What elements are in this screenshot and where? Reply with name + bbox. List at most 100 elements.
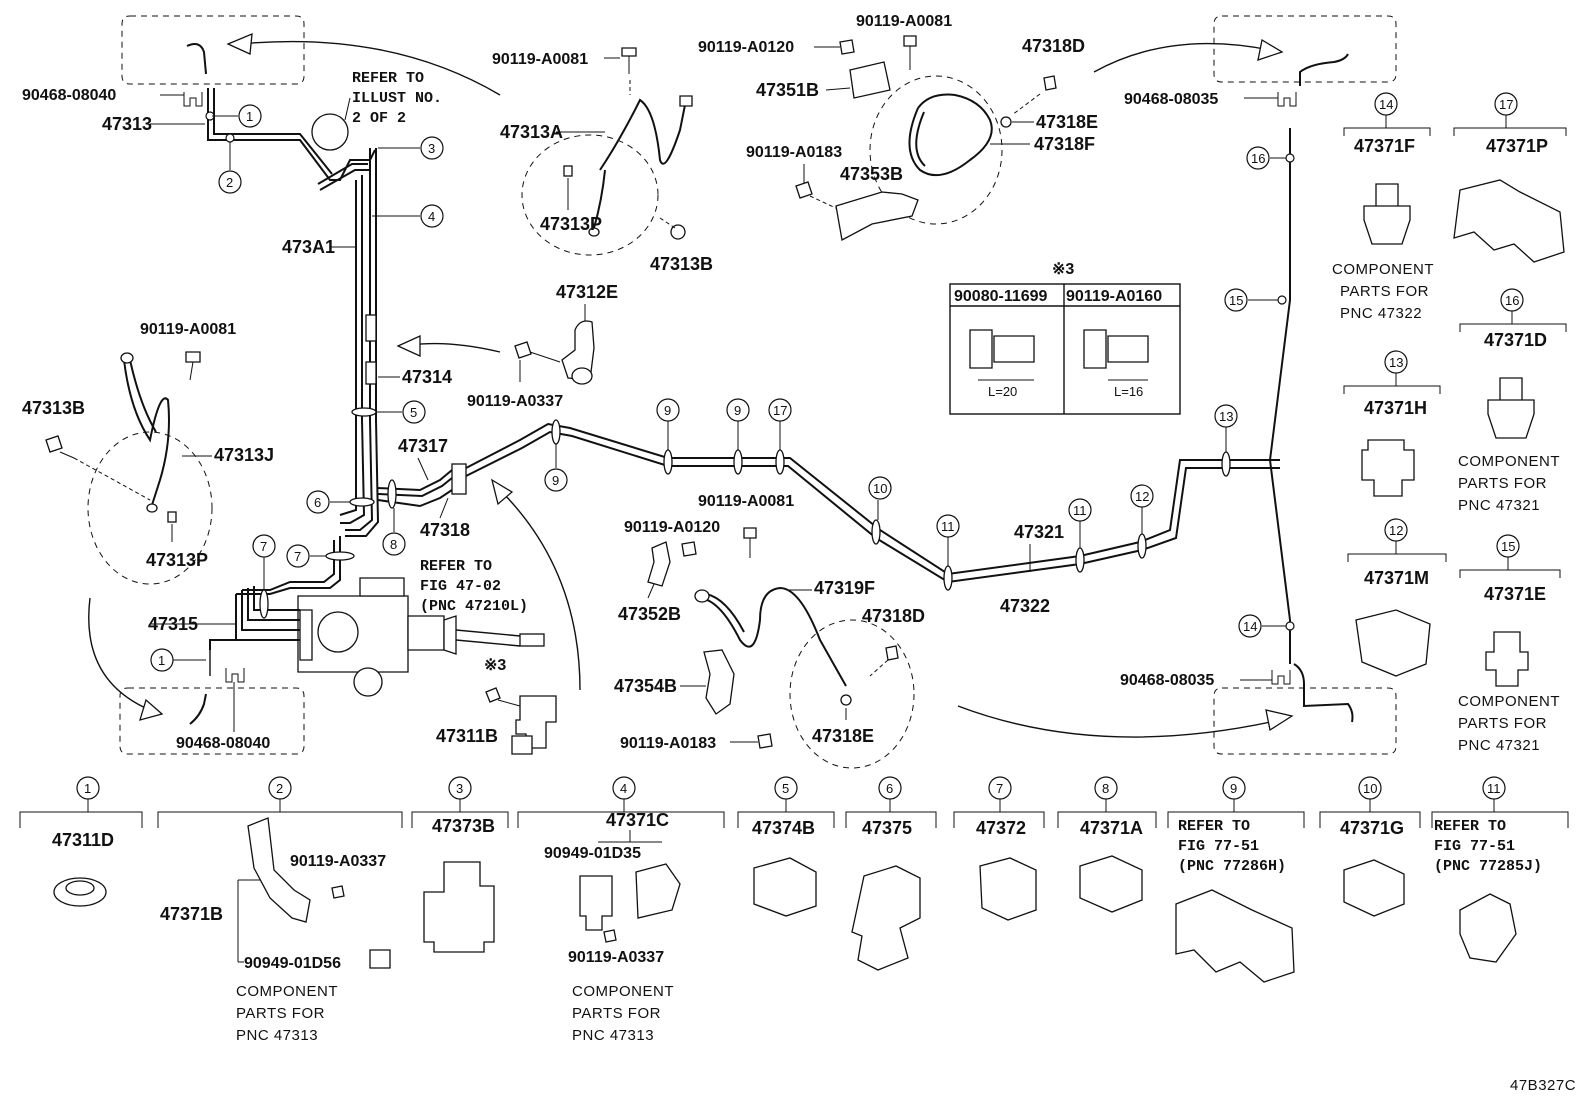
svg-text:PNC 47313: PNC 47313 — [572, 1027, 654, 1044]
svg-text:16: 16 — [1251, 151, 1265, 166]
callout-6: 6 — [306, 490, 375, 514]
callout-11b: 11 — [1068, 498, 1092, 573]
bottom-panel-3: 3 47373B — [411, 776, 509, 953]
svg-text:11: 11 — [941, 519, 955, 534]
svg-text:13: 13 — [1219, 409, 1233, 424]
svg-text:COMPONENT: COMPONENT — [1332, 261, 1434, 278]
detail-47353B: 90119-A0081 90119-A0120 47351B 90119-A01… — [698, 13, 1284, 241]
label-47354B: 47354B — [614, 676, 677, 696]
diagram-id: 47B327C — [1510, 1077, 1576, 1094]
svg-text:10: 10 — [1363, 781, 1377, 796]
label-47371D: 47371D — [1484, 330, 1547, 350]
callout-9a: 9 — [544, 419, 568, 492]
svg-text:14: 14 — [1379, 97, 1393, 112]
right-panel-12: 12 47371M — [1347, 518, 1447, 677]
svg-text:REFER TO: REFER TO — [1178, 818, 1250, 835]
label-90468-08040-bot: 90468-08040 — [176, 735, 270, 752]
svg-text:ILLUST NO.: ILLUST NO. — [352, 90, 442, 107]
svg-text:PNC 47313: PNC 47313 — [236, 1027, 318, 1044]
refer-illust-note: REFER TO ILLUST NO. 2 OF 2 — [311, 70, 442, 151]
detail-47313J: 90119-A0081 47313B 47313J 47313P — [22, 321, 274, 585]
svg-text:9: 9 — [1230, 781, 1237, 796]
svg-text:4: 4 — [428, 209, 435, 224]
part-47312E: 47312E 90119-A0337 — [467, 282, 618, 410]
clip-90468-08040-top: 90468-08040 — [22, 87, 203, 107]
label-90119-A0337-b4: 90119-A0337 — [568, 949, 664, 966]
svg-text:8: 8 — [390, 537, 397, 552]
label-47353B: 47353B — [840, 164, 903, 184]
label-47313J: 47313J — [214, 445, 274, 465]
label-47317: 47317 — [398, 436, 448, 456]
svg-text:FIG 77-51: FIG 77-51 — [1434, 838, 1515, 855]
label-90080-11699: 90080-11699 — [954, 288, 1048, 305]
callout-markers: 1 2 3 4 5 6 7 7 8 1 9 9 9 17 10 11 11 12… — [150, 104, 1295, 672]
svg-text:PNC 47321: PNC 47321 — [1458, 737, 1540, 754]
svg-text:PARTS FOR: PARTS FOR — [572, 1005, 661, 1022]
svg-text:(PNC 47210L): (PNC 47210L) — [420, 598, 528, 615]
label-90468-08035-top: 90468-08035 — [1124, 91, 1218, 108]
right-panel-16: 16 47371D COMPONENT PARTS FOR PNC 47321 — [1458, 288, 1567, 514]
svg-text:※3: ※3 — [1052, 261, 1074, 278]
svg-text:COMPONENT: COMPONENT — [1458, 453, 1560, 470]
detail-47319F: 90119-A0081 90119-A0120 47352B 47319F 47… — [614, 493, 925, 769]
svg-text:FIG 47-02: FIG 47-02 — [420, 578, 501, 595]
label-47314: 47314 — [402, 367, 452, 387]
right-panel-14: 14 47371F COMPONENT PARTS FOR PNC 47322 — [1332, 92, 1434, 322]
svg-text:9: 9 — [664, 403, 671, 418]
callout-15: 15 — [1224, 288, 1287, 312]
label-47313: 47313 — [102, 114, 152, 134]
svg-text:FIG 77-51: FIG 77-51 — [1178, 838, 1259, 855]
svg-text:PARTS FOR: PARTS FOR — [1458, 715, 1547, 732]
svg-text:11: 11 — [1073, 503, 1087, 518]
svg-text:5: 5 — [782, 781, 789, 796]
svg-text:REFER TO: REFER TO — [1434, 818, 1506, 835]
label-47313B-left: 47313B — [22, 398, 85, 418]
svg-text:6: 6 — [314, 495, 321, 510]
label-47371A: 47371A — [1080, 818, 1143, 838]
label-47372: 47372 — [976, 818, 1026, 838]
label-90119-A0183-top: 90119-A0183 — [746, 144, 842, 161]
svg-text:(PNC 77286H): (PNC 77286H) — [1178, 858, 1286, 875]
svg-text:L=16: L=16 — [1114, 384, 1143, 399]
svg-text:PARTS FOR: PARTS FOR — [236, 1005, 325, 1022]
label-90119-A0337-b2: 90119-A0337 — [290, 853, 386, 870]
right-panel-13: 13 47371H — [1343, 350, 1441, 497]
svg-text:COMPONENT: COMPONENT — [572, 983, 674, 1000]
bottom-panel-9: 9 REFER TO FIG 77-51 (PNC 77286H) — [1167, 776, 1305, 983]
svg-text:10: 10 — [873, 481, 887, 496]
svg-text:COMPONENT: COMPONENT — [236, 983, 338, 1000]
label-47318F: 47318F — [1034, 134, 1095, 154]
svg-text:PNC 47322: PNC 47322 — [1340, 305, 1422, 322]
svg-text:1: 1 — [84, 781, 91, 796]
callout-1-top: 1 — [212, 104, 262, 128]
label-47321: 47321 — [1014, 522, 1064, 542]
callout-2: 2 — [218, 142, 242, 194]
callout-7b: 7 — [252, 534, 276, 619]
label-90119-A0081-left: 90119-A0081 — [140, 321, 236, 338]
detail-box-top-right: 90468-08035 — [1124, 15, 1397, 108]
label-47371H: 47371H — [1364, 398, 1427, 418]
actuator-assembly: 47315 REFER TO FIG 47-02 (PNC 47210L) — [148, 536, 545, 697]
callout-10: 10 — [868, 476, 892, 545]
svg-text:PARTS FOR: PARTS FOR — [1458, 475, 1547, 492]
svg-text:12: 12 — [1389, 523, 1403, 538]
callout-8: 8 — [382, 479, 406, 556]
svg-text:17: 17 — [1499, 97, 1513, 112]
label-47371E: 47371E — [1484, 584, 1546, 604]
label-90119-A0183-mid: 90119-A0183 — [620, 735, 716, 752]
label-47313A: 47313A — [500, 122, 563, 142]
label-47371P: 47371P — [1486, 136, 1548, 156]
label-47313B-top: 47313B — [650, 254, 713, 274]
callout-13: 13 — [1214, 404, 1238, 477]
label-47315: 47315 — [148, 614, 198, 634]
label-47313P-left: 47313P — [146, 550, 208, 570]
label-473A1: 473A1 — [282, 237, 335, 257]
label-90119-A0081-top: 90119-A0081 — [492, 51, 588, 68]
label-47352B: 47352B — [618, 604, 681, 624]
label-47318E-mid: 47318E — [812, 726, 874, 746]
label-90119-A0160: 90119-A0160 — [1066, 288, 1162, 305]
label-47318: 47318 — [420, 520, 470, 540]
label-90119-A0120-mid: 90119-A0120 — [624, 519, 720, 536]
part-47314: 47314 — [365, 334, 501, 387]
svg-text:11: 11 — [1487, 781, 1501, 796]
